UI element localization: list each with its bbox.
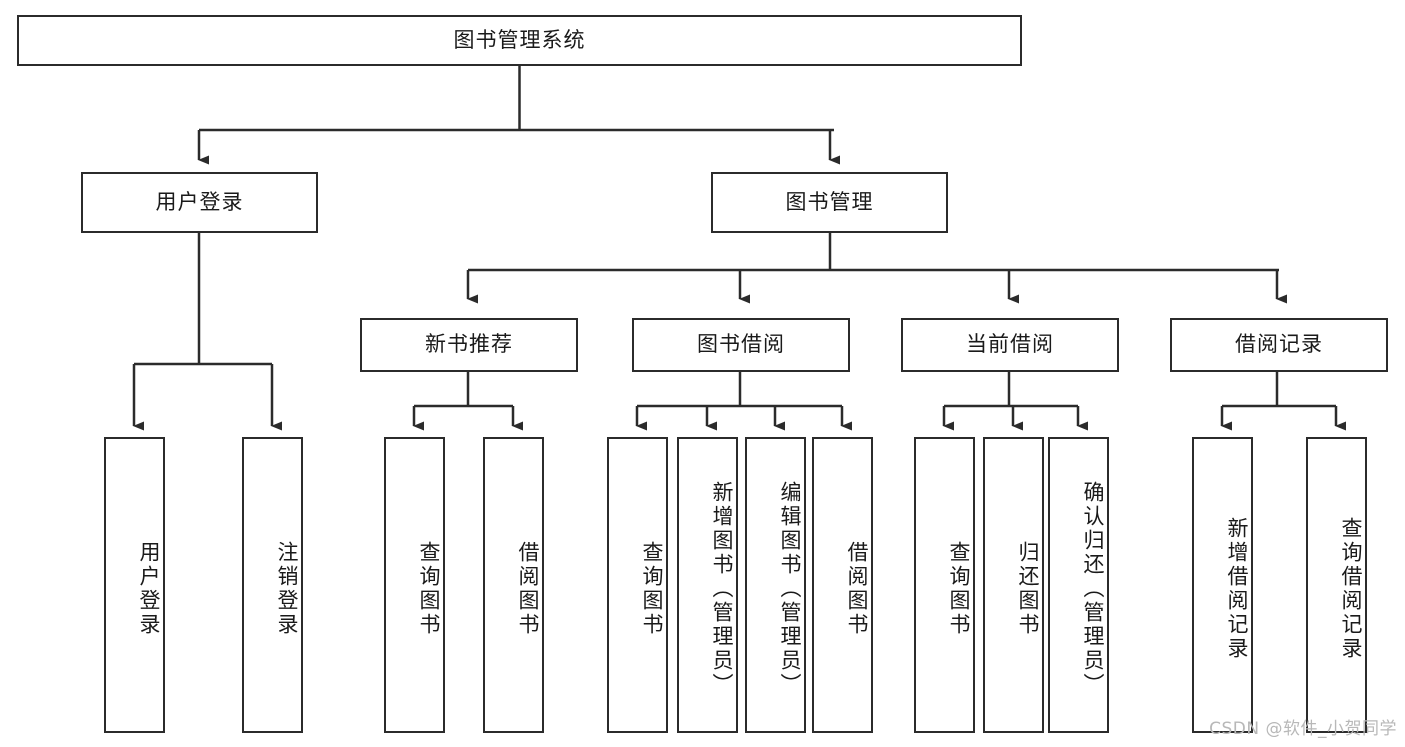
node-leaf-add-book-label: 新增图书（管理员） (710, 481, 734, 697)
node-leaf-query-record[interactable]: 查询借阅记录 (1306, 437, 1367, 733)
node-borrow-record[interactable]: 借阅记录 (1170, 318, 1388, 372)
node-leaf-borrow-book-1[interactable]: 借阅图书 (483, 437, 544, 733)
node-leaf-confirm-return[interactable]: 确认归还（管理员） (1048, 437, 1109, 733)
node-leaf-logout-login-label: 注销登录 (275, 541, 299, 637)
node-root-label: 图书管理系统 (453, 27, 586, 52)
node-leaf-query-book-1[interactable]: 查询图书 (384, 437, 445, 733)
node-leaf-query-book-3[interactable]: 查询图书 (914, 437, 975, 733)
node-root[interactable]: 图书管理系统 (17, 15, 1022, 66)
node-leaf-confirm-return-label: 确认归还（管理员） (1081, 481, 1105, 697)
node-leaf-user-login[interactable]: 用户登录 (104, 437, 165, 733)
node-leaf-return-book-label: 归还图书 (1016, 541, 1040, 637)
node-leaf-query-book-3-label: 查询图书 (947, 541, 971, 637)
node-user-login-label: 用户登录 (155, 189, 244, 214)
node-leaf-logout-login[interactable]: 注销登录 (242, 437, 303, 733)
node-leaf-user-login-label: 用户登录 (137, 541, 161, 637)
node-leaf-query-record-label: 查询借阅记录 (1339, 517, 1363, 661)
node-leaf-query-book-1-label: 查询图书 (417, 541, 441, 637)
node-leaf-borrow-book-2-label: 借阅图书 (845, 541, 869, 637)
node-leaf-add-record[interactable]: 新增借阅记录 (1192, 437, 1253, 733)
node-leaf-add-book[interactable]: 新增图书（管理员） (677, 437, 738, 733)
node-leaf-edit-book[interactable]: 编辑图书（管理员） (745, 437, 806, 733)
node-new-book-recommend-label: 新书推荐 (425, 332, 513, 357)
node-leaf-query-book-2[interactable]: 查询图书 (607, 437, 668, 733)
node-book-manage[interactable]: 图书管理 (711, 172, 948, 233)
node-leaf-borrow-book-1-label: 借阅图书 (516, 541, 540, 637)
node-current-borrow[interactable]: 当前借阅 (901, 318, 1119, 372)
node-borrow-record-label: 借阅记录 (1235, 332, 1323, 357)
node-leaf-add-record-label: 新增借阅记录 (1225, 517, 1249, 661)
watermark-text: CSDN @软件_小贺同学 (1209, 719, 1397, 739)
node-leaf-return-book[interactable]: 归还图书 (983, 437, 1044, 733)
node-leaf-query-book-2-label: 查询图书 (640, 541, 664, 637)
node-book-borrow-label: 图书借阅 (697, 332, 785, 357)
node-current-borrow-label: 当前借阅 (966, 332, 1054, 357)
node-book-borrow[interactable]: 图书借阅 (632, 318, 850, 372)
node-user-login[interactable]: 用户登录 (81, 172, 318, 233)
node-new-book-recommend[interactable]: 新书推荐 (360, 318, 578, 372)
node-leaf-borrow-book-2[interactable]: 借阅图书 (812, 437, 873, 733)
node-leaf-edit-book-label: 编辑图书（管理员） (778, 481, 802, 697)
node-book-manage-label: 图书管理 (785, 189, 874, 214)
